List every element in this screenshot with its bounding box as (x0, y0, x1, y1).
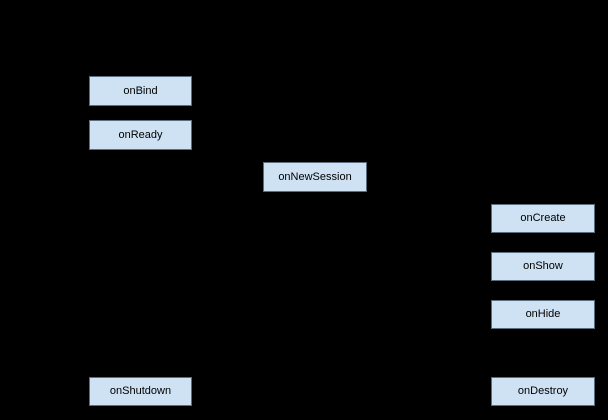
node-ondestroy: onDestroy (491, 377, 595, 406)
node-oncreate: onCreate (491, 204, 595, 233)
node-onshutdown: onShutdown (89, 377, 192, 406)
node-onshow: onShow (491, 252, 595, 281)
node-onnewsession: onNewSession (263, 162, 367, 192)
node-onready: onReady (89, 120, 192, 150)
node-onbind: onBind (89, 76, 192, 106)
node-onhide: onHide (491, 300, 595, 329)
